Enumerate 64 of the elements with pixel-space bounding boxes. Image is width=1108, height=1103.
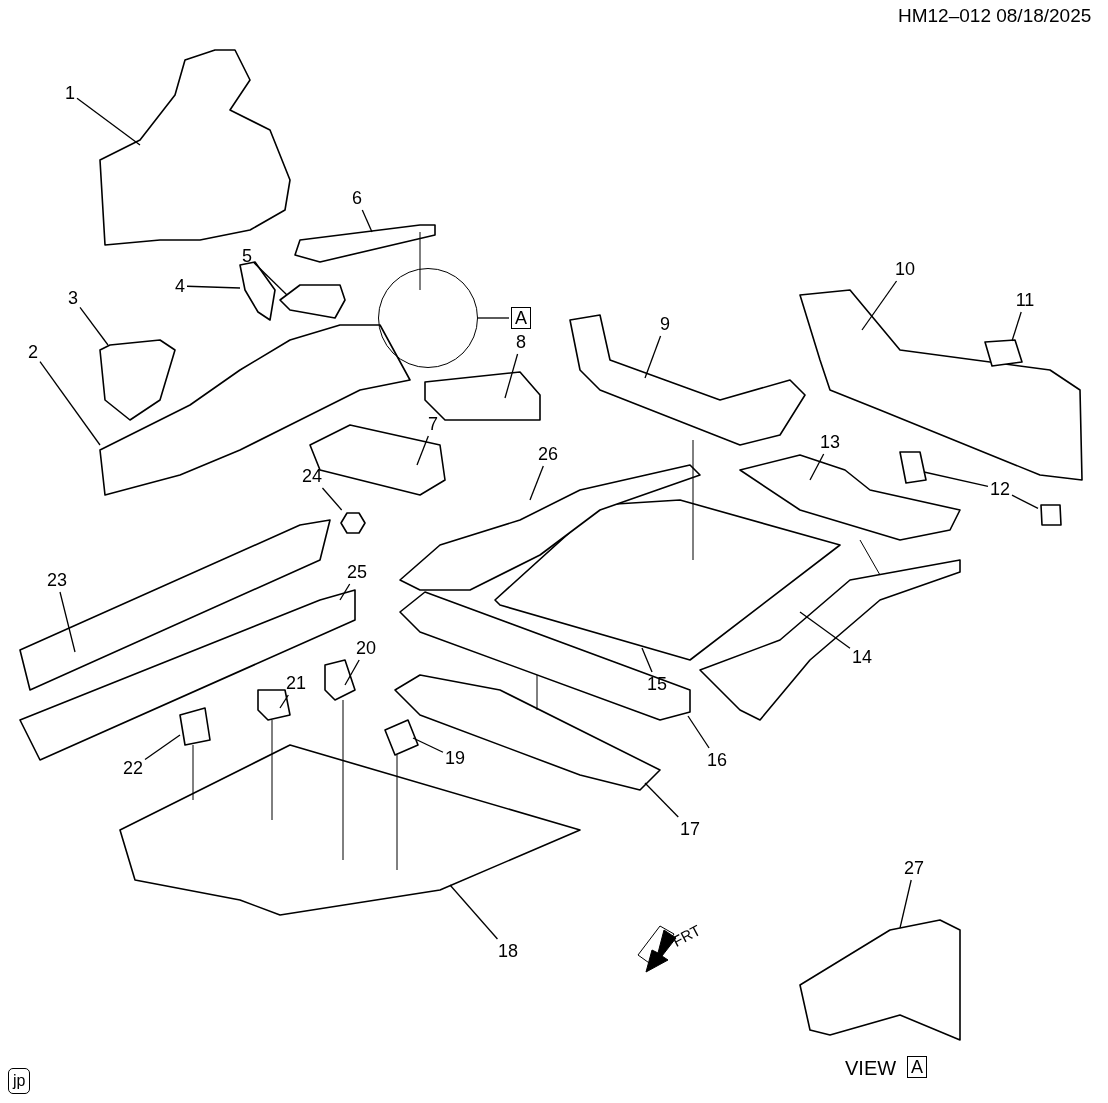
callout-number: 19 (445, 748, 465, 768)
leader-line (687, 715, 710, 749)
callout-number: 18 (498, 941, 518, 961)
leader-line (809, 453, 825, 481)
callout-number: 6 (352, 188, 362, 208)
leader-line (449, 884, 499, 940)
view-reference-box: jp (8, 1068, 31, 1094)
bracket-part (1040, 504, 1062, 526)
leader-line (279, 694, 289, 709)
leader-line (644, 782, 679, 818)
leader-line (339, 583, 351, 601)
callout-number: 2 (28, 342, 38, 362)
callout-number: 17 (680, 819, 700, 839)
callout-number: 12 (990, 479, 1010, 499)
leader-line (186, 285, 241, 289)
bolt-part (340, 512, 366, 534)
callout-number: 8 (516, 332, 526, 352)
callout-number: 25 (347, 562, 367, 582)
leader-line (861, 280, 898, 331)
callout-number: 10 (895, 259, 915, 279)
leader-line (899, 879, 912, 929)
callout-number: 27 (904, 858, 924, 878)
view-reference-box: A (907, 1056, 927, 1078)
callout-number: 9 (660, 314, 670, 334)
leader-line (1011, 311, 1022, 342)
leader-line (644, 335, 662, 379)
leader-line (799, 611, 851, 649)
view-label: VIEW (845, 1058, 897, 1078)
leader-line (361, 209, 373, 233)
leader-line (253, 262, 288, 296)
leader-line (321, 487, 343, 511)
callout-number: 14 (852, 647, 872, 667)
leader-line (344, 659, 360, 686)
callout-number: 16 (707, 750, 727, 770)
drawing-number: HM12–012 08/18/2025 (898, 6, 1092, 25)
callout-number: 23 (47, 570, 67, 590)
leader-line (59, 591, 76, 653)
leader-line (79, 306, 109, 346)
callout-number: 24 (302, 466, 322, 486)
callout-number: 20 (356, 638, 376, 658)
leader-line (144, 734, 181, 761)
leader-line (477, 317, 510, 319)
callout-number: 13 (820, 432, 840, 452)
leader-line (641, 647, 653, 673)
leader-line (923, 471, 989, 487)
leader-line (529, 465, 544, 501)
callout-number: 3 (68, 288, 78, 308)
leader-line (416, 435, 429, 466)
front-direction-label: FRT (670, 922, 703, 949)
callout-number: 5 (242, 246, 252, 266)
callout-number: 1 (65, 83, 75, 103)
callout-number: 7 (428, 414, 438, 434)
leader-line (1011, 494, 1039, 509)
callout-number: 26 (538, 444, 558, 464)
view-reference-box: A (511, 307, 531, 329)
leader-line (504, 353, 519, 399)
callout-number: 15 (647, 674, 667, 694)
callout-number: 4 (175, 276, 185, 296)
leader-line (39, 361, 101, 446)
callout-number: 11 (1015, 290, 1035, 310)
leader-line (412, 737, 444, 753)
callout-number: 22 (123, 758, 143, 778)
callout-number: 21 (286, 673, 306, 693)
leader-line (76, 97, 141, 146)
